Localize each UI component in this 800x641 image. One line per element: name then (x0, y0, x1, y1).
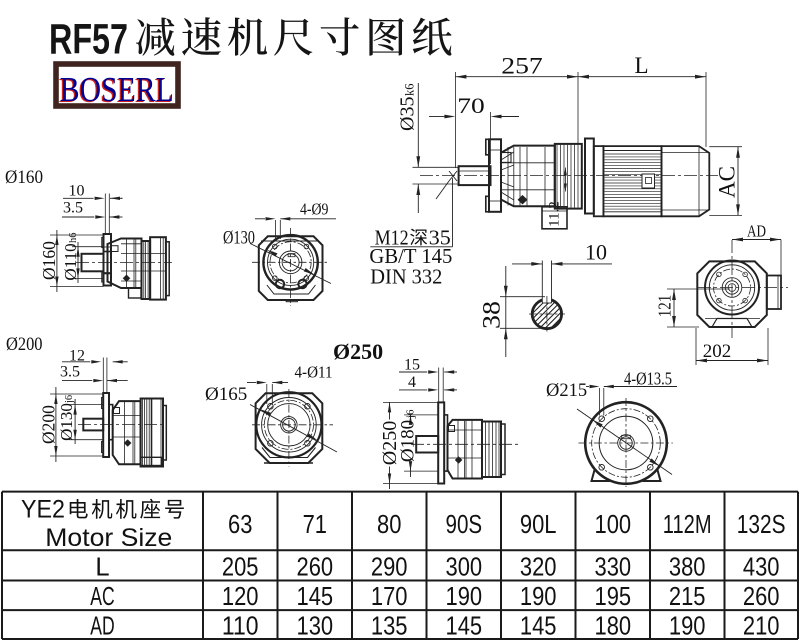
svg-text:145: 145 (446, 612, 483, 640)
svg-text:10: 10 (69, 183, 85, 200)
svg-text:GB/T 145: GB/T 145 (369, 244, 452, 268)
svg-text:YE2: YE2 (21, 496, 65, 524)
svg-text:Ø200: Ø200 (6, 334, 43, 355)
svg-text:90S: 90S (446, 511, 483, 539)
svg-text:DIN 332: DIN 332 (370, 265, 442, 289)
svg-text:Ø130: Ø130 (57, 403, 76, 441)
svg-text:120: 120 (222, 583, 259, 611)
svg-text:121: 121 (655, 295, 675, 318)
svg-text:11.2: 11.2 (547, 201, 563, 227)
svg-text:170: 170 (371, 583, 408, 611)
svg-text:Ø35: Ø35 (397, 97, 419, 131)
svg-text:380: 380 (669, 554, 706, 582)
svg-text:Ø110: Ø110 (61, 243, 80, 280)
svg-text:130: 130 (297, 612, 334, 640)
svg-text:132S: 132S (737, 511, 786, 539)
svg-text:Ø200: Ø200 (39, 405, 59, 444)
svg-text:AC: AC (715, 166, 740, 198)
svg-text:L: L (95, 554, 109, 582)
svg-text:Ø180: Ø180 (398, 420, 419, 462)
svg-text:AD: AD (90, 612, 114, 640)
svg-text:3.5: 3.5 (63, 200, 83, 217)
svg-text:Ø160: Ø160 (39, 241, 59, 280)
svg-text:4-Ø11: 4-Ø11 (295, 363, 333, 382)
svg-text:10: 10 (585, 240, 607, 265)
svg-text:330: 330 (595, 554, 632, 582)
svg-text:15: 15 (404, 357, 420, 374)
svg-text:Ø165: Ø165 (205, 384, 247, 405)
svg-text:RF57: RF57 (49, 16, 128, 64)
svg-text:Ø250: Ø250 (379, 421, 401, 465)
svg-text:4-Ø9: 4-Ø9 (300, 200, 329, 219)
svg-text:260: 260 (743, 583, 780, 611)
svg-text:180: 180 (595, 612, 632, 640)
svg-text:257: 257 (501, 54, 543, 79)
svg-text:38: 38 (479, 301, 506, 329)
svg-text:300: 300 (446, 554, 483, 582)
svg-text:L: L (634, 53, 648, 78)
svg-text:k6: k6 (403, 84, 417, 97)
svg-text:320: 320 (520, 554, 557, 582)
svg-text:210: 210 (743, 612, 780, 640)
svg-text:190: 190 (446, 583, 483, 611)
svg-text:135: 135 (371, 612, 408, 640)
svg-text:4: 4 (408, 374, 416, 391)
svg-text:j6: j6 (405, 409, 417, 419)
svg-text:Ø250: Ø250 (333, 339, 383, 364)
svg-text:202: 202 (703, 341, 732, 362)
svg-text:BOSERL: BOSERL (60, 70, 174, 109)
svg-text:Ø130: Ø130 (223, 228, 255, 249)
svg-text:205: 205 (222, 554, 259, 582)
svg-text:Ø215: Ø215 (546, 381, 587, 401)
svg-text:145: 145 (520, 612, 557, 640)
svg-text:145: 145 (297, 583, 334, 611)
svg-text:35: 35 (429, 226, 451, 250)
svg-text:70: 70 (457, 93, 485, 118)
svg-text:215: 215 (669, 583, 706, 611)
svg-text:80: 80 (377, 511, 401, 539)
svg-text:M12: M12 (375, 226, 409, 250)
svg-text:110: 110 (222, 612, 259, 640)
svg-text:100: 100 (595, 511, 632, 539)
svg-text:4-Ø13.5: 4-Ø13.5 (624, 369, 672, 389)
svg-text:12: 12 (69, 348, 85, 365)
svg-text:63: 63 (228, 511, 252, 539)
svg-text:71: 71 (303, 511, 327, 539)
svg-text:AD: AD (747, 222, 766, 241)
svg-text:AC: AC (90, 583, 114, 611)
svg-text:190: 190 (669, 612, 706, 640)
svg-text:h6: h6 (68, 233, 79, 244)
svg-text:3.5: 3.5 (60, 364, 80, 381)
svg-text:Motor Size: Motor Size (45, 524, 172, 552)
svg-text:112M: 112M (663, 511, 712, 539)
svg-text:Ø160: Ø160 (5, 167, 43, 188)
svg-text:290: 290 (371, 554, 408, 582)
svg-text:430: 430 (743, 554, 780, 582)
svg-text:195: 195 (595, 583, 632, 611)
svg-text:260: 260 (297, 554, 334, 582)
svg-text:BOSERL: BOSERL (59, 71, 173, 110)
svg-text:90L: 90L (520, 511, 557, 539)
svg-text:190: 190 (520, 583, 557, 611)
svg-text:j6: j6 (64, 395, 75, 404)
